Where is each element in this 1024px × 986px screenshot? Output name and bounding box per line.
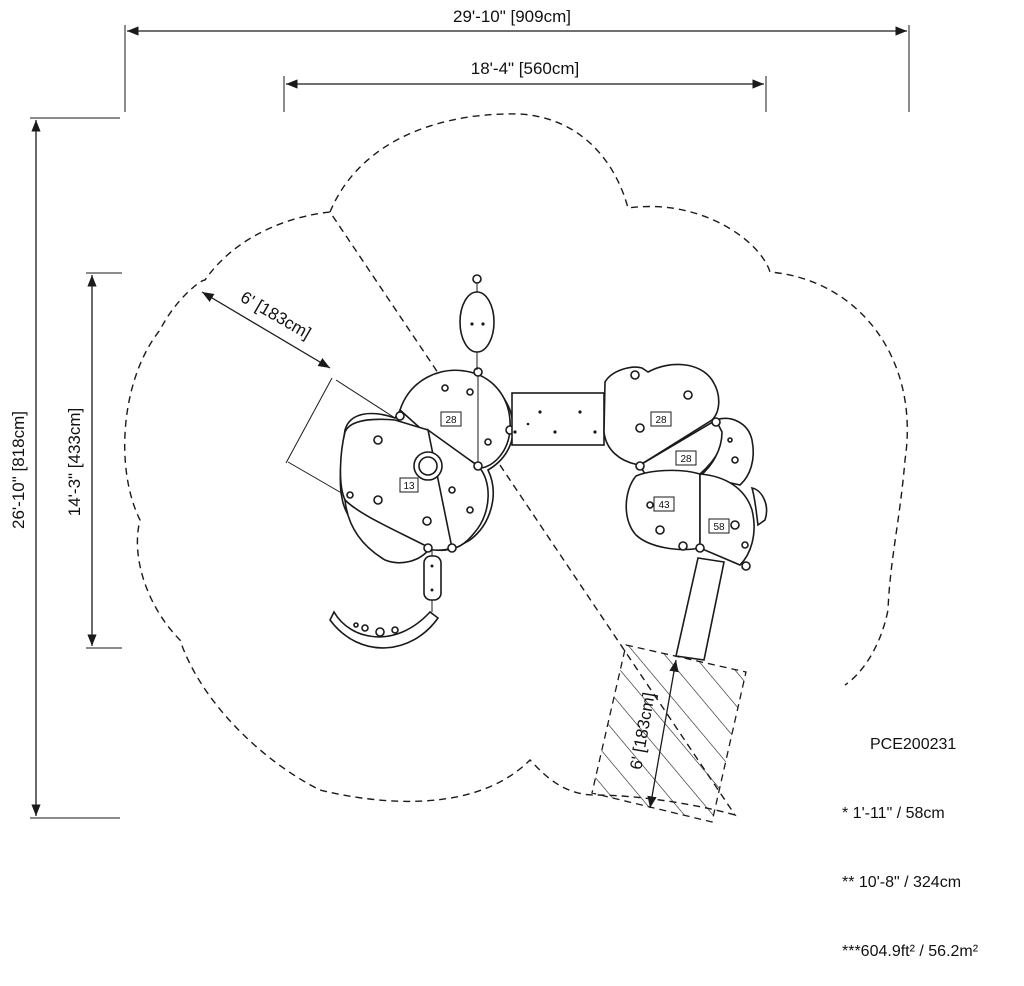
note-line-1: * 1'-11" / 58cm bbox=[842, 805, 945, 822]
left-clearance-label: 6' [183cm] bbox=[237, 288, 314, 343]
svg-text:28: 28 bbox=[680, 454, 692, 465]
top-pod bbox=[459, 291, 495, 353]
right-tower-cluster bbox=[603, 363, 768, 661]
slide bbox=[675, 557, 725, 661]
notes-block: PCE200231 * 1'-11" / 58cm ** 10'-8" / 32… bbox=[842, 687, 978, 986]
tag-entry-left: 13 bbox=[399, 477, 419, 493]
svg-text:13: 13 bbox=[403, 481, 415, 492]
overall-width-label: 29'-10" [909cm] bbox=[453, 7, 571, 26]
left-clearance-dimension: 6' [183cm] bbox=[201, 288, 333, 464]
tag-deck-left: 28 bbox=[440, 411, 462, 427]
inner-width-dimension: 18'-4" [560cm] bbox=[283, 59, 767, 112]
structure-depth-label: 14'-3" [433cm] bbox=[65, 408, 84, 517]
tag-deck-right-top: 28 bbox=[650, 411, 672, 427]
note-line-3: ***604.9ft² / 56.2m² bbox=[842, 943, 979, 960]
svg-text:58: 58 bbox=[713, 522, 725, 533]
playground-plan: 29'-10" [909cm] 18'-4" [560cm] 26'-10" [… bbox=[9, 7, 910, 823]
svg-text:43: 43 bbox=[658, 500, 670, 511]
use-zone-outline bbox=[124, 113, 908, 817]
inner-width-label: 18'-4" [560cm] bbox=[471, 59, 580, 78]
left-tower-cluster bbox=[329, 274, 515, 649]
lower-pod bbox=[423, 555, 442, 601]
slide-clearance-zone: 6' [183cm] bbox=[591, 644, 747, 823]
svg-text:28: 28 bbox=[445, 415, 457, 426]
model-number: PCE200231 bbox=[870, 736, 957, 753]
structure-depth-dimension: 14'-3" [433cm] bbox=[65, 272, 122, 649]
overall-width-dimension: 29'-10" [909cm] bbox=[124, 7, 910, 112]
note-line-2: ** 10'-8" / 324cm bbox=[842, 874, 962, 891]
svg-text:28: 28 bbox=[655, 415, 667, 426]
entry-ring-inner bbox=[418, 456, 438, 476]
tag-deck-right-corner: 58 bbox=[708, 518, 730, 534]
left-lower-pod bbox=[343, 497, 432, 564]
tag-deck-right-mid: 28 bbox=[675, 450, 697, 466]
curved-climber bbox=[329, 610, 440, 649]
overall-depth-dimension: 26'-10" [818cm] bbox=[9, 117, 120, 819]
tag-deck-right-low: 43 bbox=[653, 496, 675, 512]
bridge bbox=[511, 392, 605, 446]
overall-depth-label: 26'-10" [818cm] bbox=[9, 411, 28, 529]
right-side-panel bbox=[698, 417, 755, 486]
